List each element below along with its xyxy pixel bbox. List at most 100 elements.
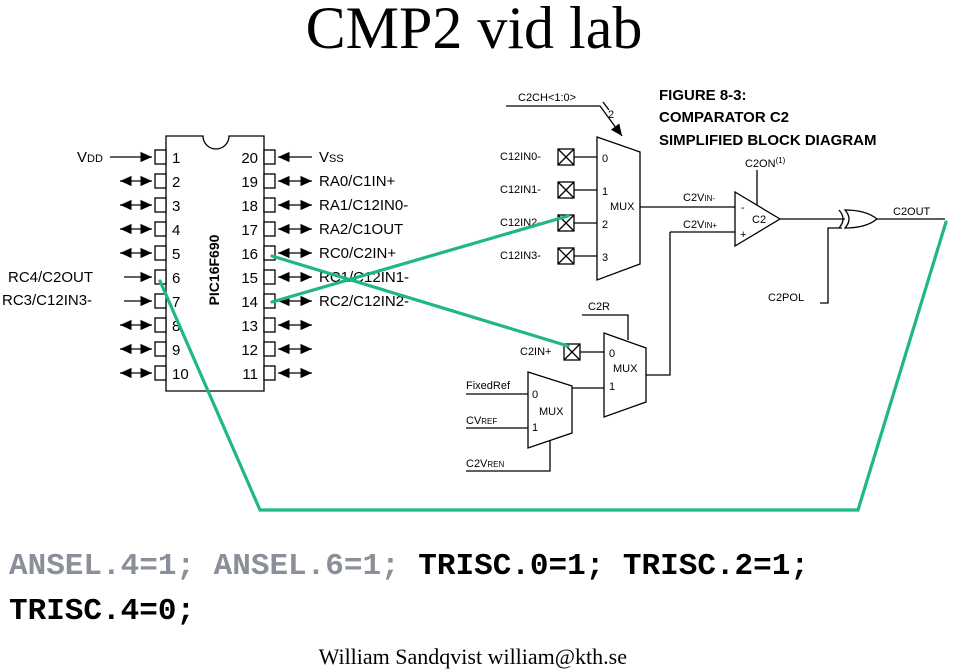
code-ansel: ANSEL.4=1; ANSEL.6=1; (9, 549, 400, 584)
c2on-label: C2ON(1) (745, 156, 786, 170)
pin-number-12: 12 (241, 342, 258, 359)
pin-number-8: 8 (172, 318, 180, 335)
xor-gate (843, 209, 879, 229)
pin-number-9: 9 (172, 342, 180, 359)
comparator-c2 (734, 190, 782, 248)
c2in-plus-label: C2IN+ (520, 346, 552, 358)
comparator-block-diagram: FIGURE 8-3: COMPARATOR C2 SIMPLIFIED BLO… (466, 87, 945, 472)
pin-box-11 (263, 365, 276, 381)
pin-number-11: 11 (242, 366, 258, 383)
c2ch-width: 2 (608, 109, 614, 121)
plus-mux (603, 332, 647, 418)
c2ch-label: C2CH<1:0> (518, 92, 576, 104)
mux-in-1: 1 (602, 186, 608, 198)
ra2-label: RA2/C1OUT (319, 221, 403, 238)
c2pol-label: C2POL (768, 292, 804, 304)
chip-name: PIC16F690 (206, 234, 222, 305)
pin-box-4 (154, 221, 167, 237)
pin-box-20 (263, 149, 276, 165)
mux-in-2: 2 (602, 219, 608, 231)
slide-title: CMP2 vid lab (306, 0, 643, 61)
plus-mux-in-1: 1 (609, 381, 615, 393)
pin-number-2: 2 (172, 174, 180, 191)
pin-box-1 (154, 149, 167, 165)
c2vren-label: C2VREN (466, 458, 505, 470)
code-trisc: TRISC.0=1; TRISC.2=1; (418, 549, 809, 584)
pin-number-6: 6 (172, 270, 180, 287)
pin-box-10 (154, 365, 167, 381)
c2out-label: C2OUT (893, 206, 931, 218)
plus-mux-in-0: 0 (609, 348, 615, 360)
pin-number-15: 15 (241, 270, 258, 287)
pin-number-5: 5 (172, 246, 180, 263)
rc0-label: RC0/C2IN+ (319, 245, 396, 262)
plus-mux-label: MUX (613, 363, 638, 375)
wire-rc0-to-c2in-plus (270, 254, 570, 348)
pin-box-16 (263, 245, 276, 261)
pin-number-16: 16 (241, 246, 258, 263)
figure-number: FIGURE 8-3: (659, 87, 747, 104)
rc4-label: RC4/C2OUT (8, 269, 93, 286)
input-pin-cross-3 (557, 247, 575, 265)
input-mux-label: MUX (610, 201, 635, 213)
pin-number-7: 7 (172, 294, 180, 311)
figure-subtitle: SIMPLIFIED BLOCK DIAGRAM (659, 132, 877, 149)
lab-wiring (158, 214, 948, 512)
pin-number-20: 20 (241, 150, 258, 167)
pin-box-19 (263, 173, 276, 189)
vdd-label: VDD (77, 149, 103, 166)
c2vin-plus-label: C2VIN+ (683, 219, 717, 231)
pin-box-2 (154, 173, 167, 189)
input-pins (557, 148, 597, 361)
pin-box-5 (154, 245, 167, 261)
c2vin-minus-label: C2VIN- (683, 192, 715, 204)
pin-number-19: 19 (241, 174, 258, 191)
pin-box-13 (263, 317, 276, 333)
code-line-2: TRISC.4=0; (9, 594, 195, 629)
ra0-label: RA0/C1IN+ (319, 173, 396, 190)
ref-mux-in-1: 1 (532, 422, 538, 434)
pin-box-15 (263, 269, 276, 285)
fixedref-label: FixedRef (466, 380, 511, 392)
pin-number-13: 13 (241, 318, 258, 335)
pin-box-18 (263, 197, 276, 213)
pin-box-7 (154, 293, 167, 309)
figure-title: COMPARATOR C2 (659, 109, 789, 126)
cvref-label: CVREF (466, 415, 497, 427)
rc3-label: RC3/C12IN3- (2, 292, 92, 309)
comp-plus: + (740, 229, 746, 241)
input-mux (596, 136, 641, 281)
comp-label: C2 (752, 214, 766, 226)
pin-box-9 (154, 341, 167, 357)
ref-mux (527, 371, 573, 449)
pin-number-10: 10 (172, 366, 189, 383)
input-pin-cross-1 (557, 181, 575, 199)
chip-body (165, 135, 265, 392)
wire-c2out-to-rc4 (158, 220, 948, 512)
mux-in-0: 0 (602, 153, 608, 165)
pin-box-17 (263, 221, 276, 237)
footer-credit: William Sandqvist william@kth.se (319, 644, 627, 669)
ref-mux-in-0: 0 (532, 389, 538, 401)
c12in3-label: C12IN3- (500, 250, 541, 262)
pin-number-18: 18 (241, 198, 258, 215)
wire-rc2-to-c12in2 (270, 214, 570, 304)
c2r-label: C2R (588, 301, 610, 313)
rc2-label: RC2/C12IN2- (319, 293, 409, 310)
pin-box-8 (154, 317, 167, 333)
left-pins: 1 2 3 4 5 6 7 8 9 10 (110, 149, 189, 383)
ra1-label: RA1/C12IN0- (319, 197, 408, 214)
ref-mux-label: MUX (539, 406, 564, 418)
pin-number-4: 4 (172, 222, 180, 239)
mux-in-3: 3 (602, 252, 608, 264)
pin-box-12 (263, 341, 276, 357)
pin-number-1: 1 (172, 150, 180, 167)
c12in1-label: C12IN1- (500, 184, 541, 196)
vss-label: VSS (319, 149, 344, 166)
c12in0-label: C12IN0- (500, 151, 541, 163)
pin-box-3 (154, 197, 167, 213)
comp-minus: - (741, 202, 745, 214)
pin-number-3: 3 (172, 198, 180, 215)
